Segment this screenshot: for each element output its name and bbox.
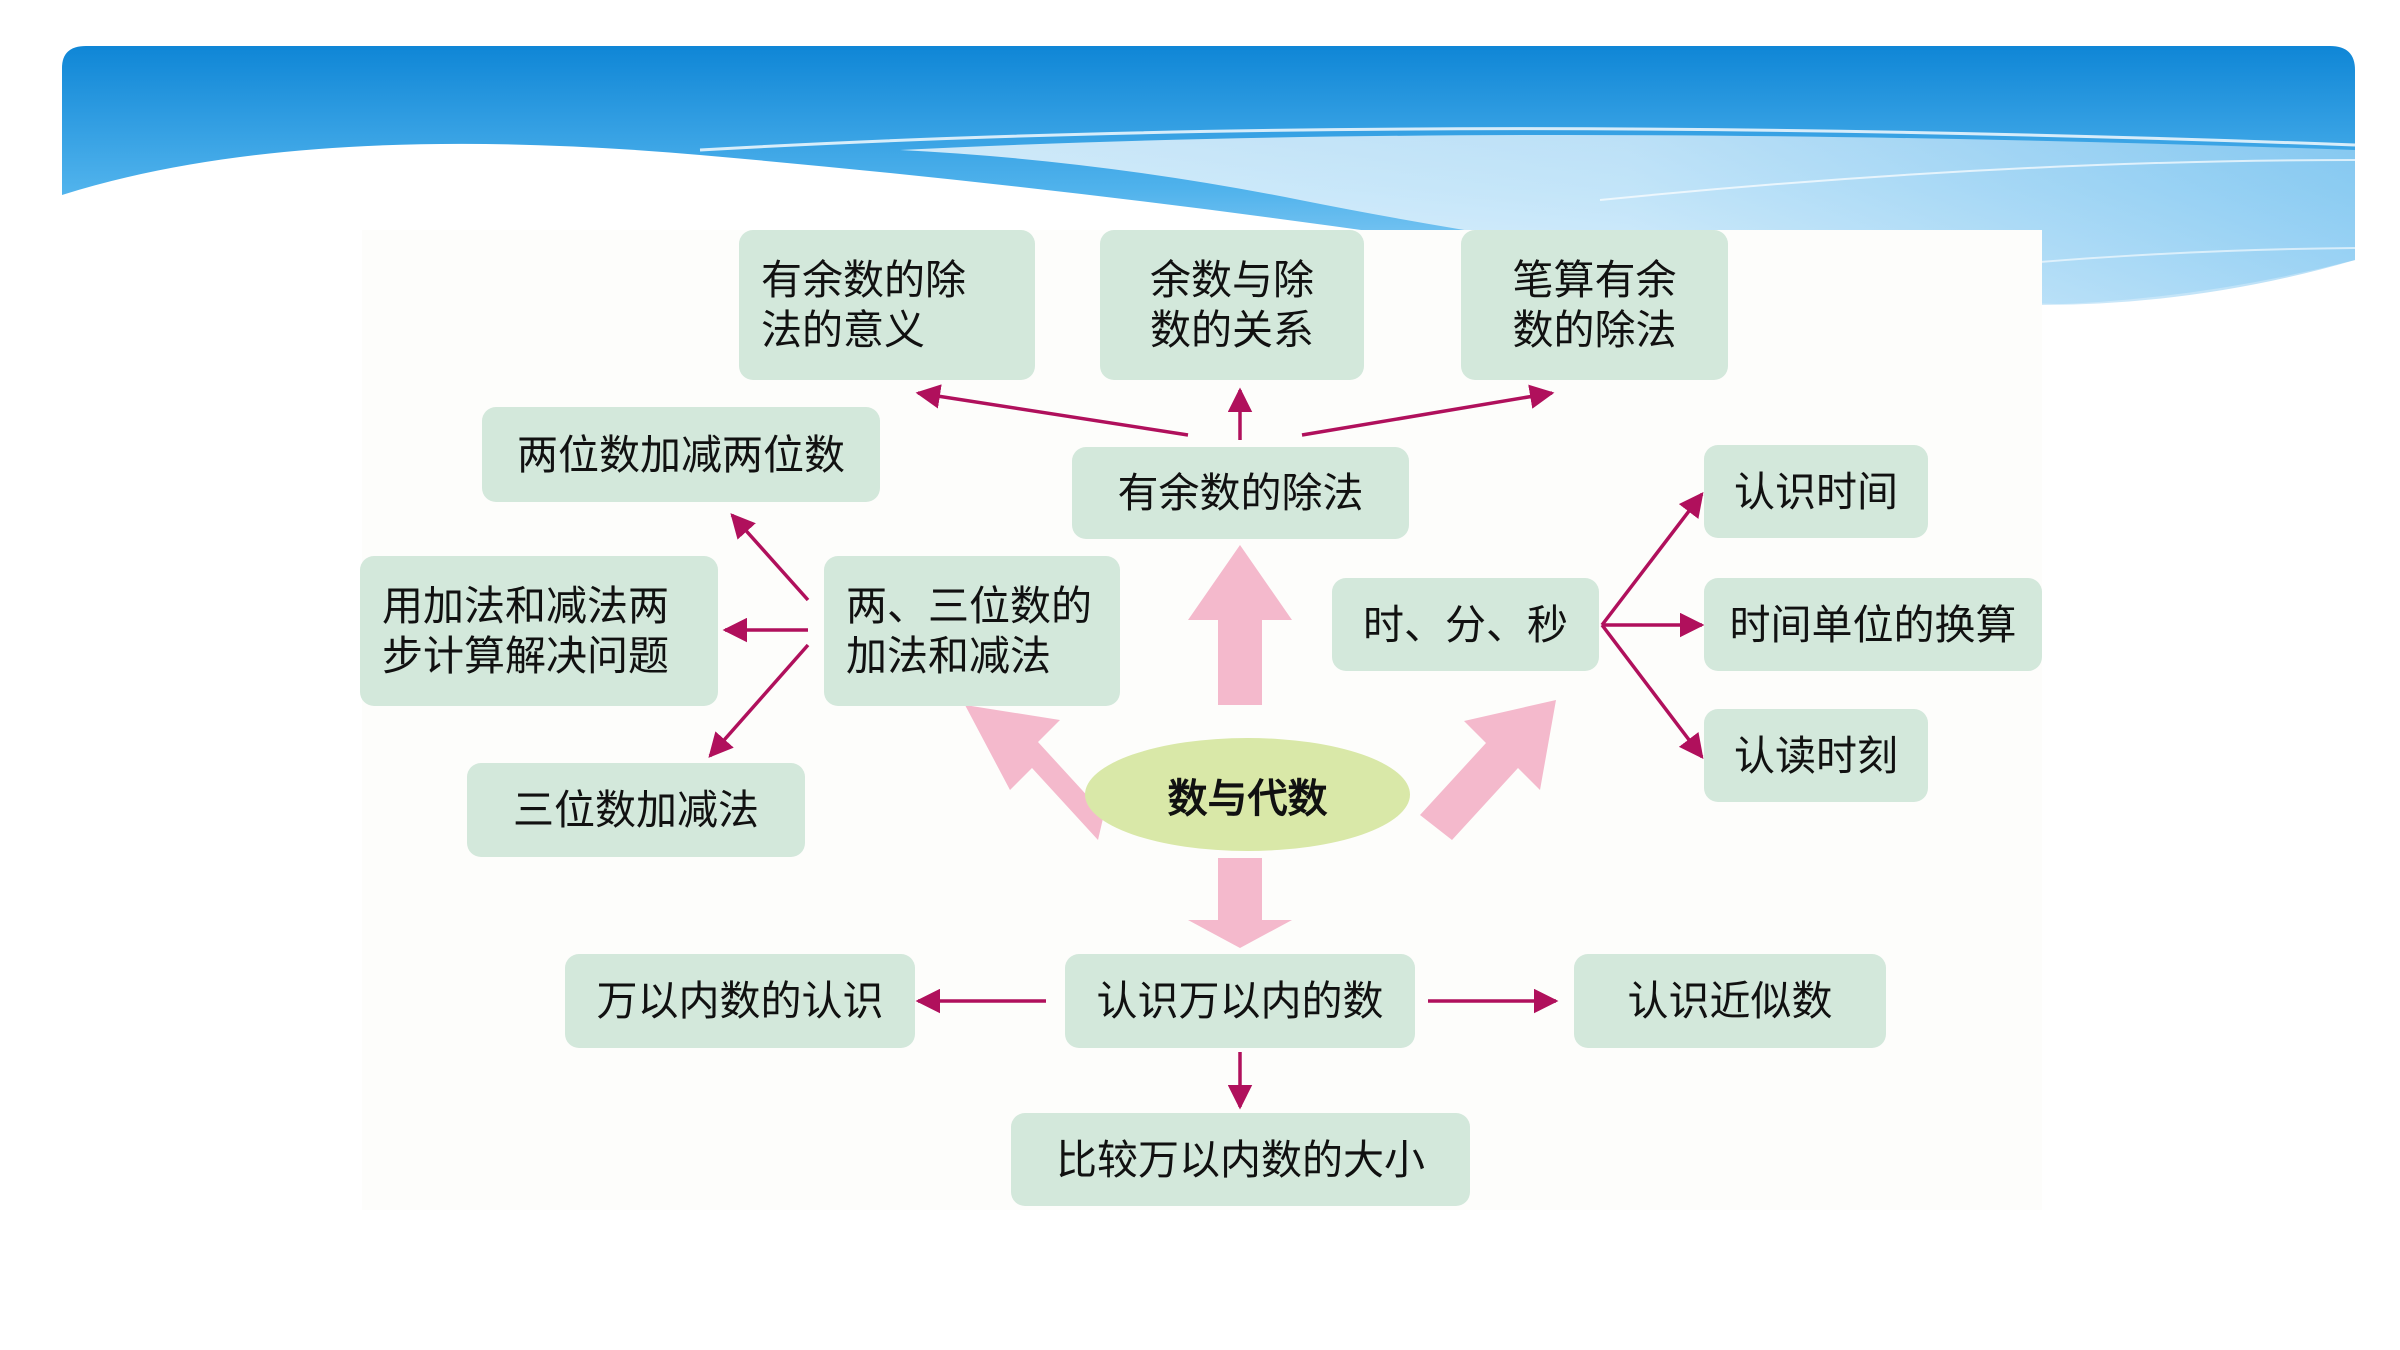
node-time: 时、分、秒 <box>1332 578 1599 671</box>
thick-arrow-up-right <box>1420 700 1556 840</box>
node-numbers: 认识万以内的数 <box>1065 954 1415 1048</box>
node-division-relation: 余数与除 数的关系 <box>1100 230 1364 380</box>
arrow-time-to-read-moment <box>1600 623 1704 759</box>
arrow-time-to-know-time <box>1600 492 1704 627</box>
node-division: 有余数的除法 <box>1072 447 1409 539</box>
node-two-step-problems: 用加法和减法两 步计算解决问题 <box>360 556 718 706</box>
node-division-meaning: 有余数的除 法的意义 <box>739 230 1035 380</box>
node-know-time: 认识时间 <box>1704 445 1928 538</box>
wave-banner-line-1 <box>699 127 2356 152</box>
thick-arrow-up <box>1188 545 1292 705</box>
node-division-written: 笔算有余 数的除法 <box>1461 230 1728 380</box>
node-two-digit-addsub: 两位数加减两位数 <box>482 407 880 502</box>
thick-arrow-down <box>1188 858 1292 948</box>
arrow-division-to-written <box>1301 384 1555 437</box>
wave-banner-line-2 <box>1599 159 2356 201</box>
node-read-moment: 认读时刻 <box>1704 709 1928 802</box>
node-compare-numbers: 比较万以内数的大小 <box>1011 1113 1470 1206</box>
node-addsub: 两、三位数的 加法和减法 <box>824 556 1120 706</box>
node-three-digit-addsub: 三位数加减法 <box>467 763 805 857</box>
arrow-addsub-to-two-digit <box>730 513 810 602</box>
arrow-addsub-to-three-digit <box>708 643 810 758</box>
node-approx-numbers: 认识近似数 <box>1574 954 1886 1048</box>
arrow-division-to-meaning <box>915 384 1189 437</box>
node-understand-numbers: 万以内数的认识 <box>565 954 915 1048</box>
center-topic: 数与代数 <box>1085 738 1410 851</box>
node-time-conversion: 时间单位的换算 <box>1704 578 2042 671</box>
thick-arrow-up-left <box>965 705 1104 840</box>
